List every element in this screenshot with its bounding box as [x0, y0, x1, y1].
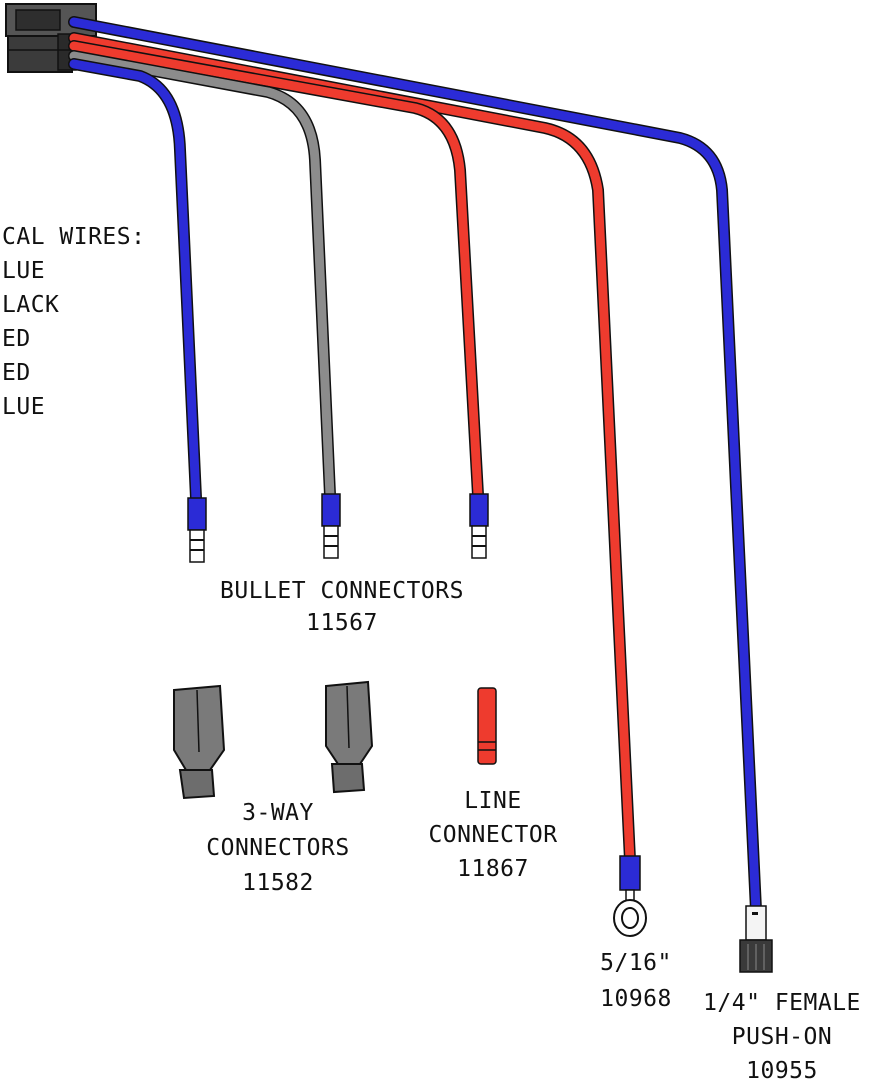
wire-red-ring — [68, 32, 636, 866]
ring-label: 5/16" — [600, 950, 672, 976]
wire-blue-bullet — [68, 58, 202, 504]
ring-terminal — [613, 855, 647, 937]
bullet-label: BULLET CONNECTORS — [220, 578, 464, 604]
wire-red-bullet-fill — [69, 41, 483, 500]
wire-gray-bullet — [68, 50, 336, 501]
line-connector — [477, 687, 497, 765]
bullet-connector-3 — [469, 493, 489, 559]
three-way-part-number: 11582 — [242, 870, 314, 896]
line-connector-part-number: 11867 — [457, 856, 529, 882]
push-on-part-number: 10955 — [746, 1058, 818, 1084]
wire-blue-bullet-fill — [69, 59, 201, 503]
legend-item: LACK — [2, 292, 59, 318]
wire-red-ring-fill — [69, 33, 635, 865]
three-way-connector-1 — [173, 684, 226, 800]
legend-item: ED — [2, 360, 31, 386]
bullet-connector-1 — [187, 497, 207, 563]
push-on-label: 1/4" FEMALE — [703, 990, 861, 1016]
three-way-label: 3-WAY — [242, 800, 314, 826]
bullet-connector-2 — [321, 493, 341, 559]
push-on-label: PUSH-ON — [732, 1024, 832, 1050]
line-connector-label: LINE — [464, 788, 521, 814]
wire-legend: CAL WIRES: LUE LACK ED ED LUE — [2, 224, 145, 420]
wire-red-bullet — [68, 40, 484, 501]
legend-item: ED — [2, 326, 31, 352]
push-on-terminal — [739, 905, 773, 973]
three-way-connector-2 — [325, 680, 374, 794]
ring-part-number: 10968 — [600, 986, 672, 1012]
line-connector-label: CONNECTOR — [428, 822, 557, 848]
legend-item: LUE — [2, 394, 45, 420]
legend-title: CAL WIRES: — [2, 224, 145, 250]
three-way-label: CONNECTORS — [206, 835, 349, 861]
wire-blue-push-on-fill — [69, 17, 761, 915]
legend-item: LUE — [2, 258, 45, 284]
wire-gray-bullet-fill — [69, 51, 335, 500]
bullet-part-number: 11567 — [306, 610, 378, 636]
wire-blue-push-on — [68, 16, 762, 916]
